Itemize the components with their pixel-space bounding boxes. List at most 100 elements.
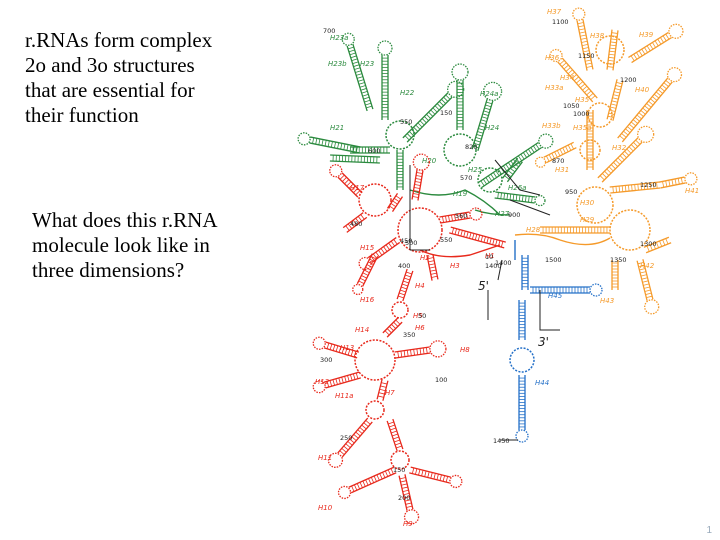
base-pair (608, 112, 615, 115)
base-pair (503, 193, 505, 200)
base-pair (485, 177, 490, 183)
helix-label: H34 (560, 74, 574, 82)
base-pair (359, 85, 366, 88)
base-pair (335, 345, 339, 352)
helix-strand (659, 176, 685, 183)
helix-label: H8 (460, 346, 470, 354)
helix-label: H33b (542, 122, 561, 130)
helix-label: H19 (453, 190, 468, 198)
base-pair (413, 190, 420, 192)
base-pair (375, 251, 380, 258)
base-pair (569, 71, 575, 77)
base-pair (602, 173, 607, 178)
base-pair (608, 166, 614, 172)
helix-label: H3 (450, 262, 460, 270)
base-pair (492, 238, 495, 245)
base-pair (636, 114, 642, 120)
helix-strand (621, 81, 673, 143)
base-pair (404, 135, 410, 141)
base-pair (389, 424, 395, 428)
base-pair (412, 193, 420, 195)
base-pair (433, 473, 436, 480)
internal-loop (595, 35, 625, 65)
base-pair (493, 172, 497, 178)
base-pair (363, 96, 370, 100)
backbone-segment (514, 233, 561, 241)
base-pair (528, 196, 530, 203)
base-pair (674, 178, 677, 185)
position-number: 560 (455, 212, 467, 220)
position-number: 200 (398, 494, 410, 502)
base-pair (535, 143, 540, 150)
position-number: 300 (320, 356, 332, 364)
base-pair (448, 215, 450, 222)
helix-strand (398, 475, 408, 511)
base-pair (656, 242, 659, 248)
helix-label: H14 (355, 326, 369, 334)
base-pair (615, 159, 621, 165)
base-pair (363, 269, 370, 274)
base-pair (347, 223, 353, 229)
base-pair (392, 200, 398, 205)
helix-strand (617, 77, 669, 139)
base-pair (344, 179, 350, 185)
position-number: 150 (393, 466, 405, 474)
base-pair (403, 493, 410, 496)
base-pair (576, 78, 582, 84)
base-pair (571, 74, 577, 79)
title-line: their function (25, 103, 139, 127)
helix-label: H35a (573, 124, 591, 132)
base-pair (486, 101, 493, 105)
base-pair (631, 184, 633, 191)
base-pair (639, 268, 646, 271)
base-pair (578, 28, 585, 31)
base-pair (356, 73, 363, 76)
base-pair (463, 230, 466, 237)
position-number: 450 (400, 237, 412, 245)
base-pair (563, 64, 569, 70)
base-pair (608, 56, 615, 59)
base-pair (351, 436, 357, 441)
base-pair (559, 148, 564, 155)
internal-loop (354, 339, 396, 381)
base-pair (518, 155, 522, 162)
position-number: 350 (403, 331, 415, 339)
base-pair (393, 239, 398, 245)
base-pair (636, 52, 640, 58)
position-number: 480 (350, 220, 362, 228)
base-pair (618, 186, 621, 193)
position-number: 570 (460, 174, 472, 182)
base-pair (379, 473, 383, 480)
base-pair (652, 243, 656, 250)
base-pair (579, 31, 586, 34)
base-pair (628, 185, 630, 192)
base-pair (615, 85, 622, 88)
base-pair (610, 44, 617, 47)
backbone-segment (497, 259, 503, 281)
helix-label: H25 (468, 166, 483, 174)
base-pair (393, 321, 399, 327)
base-pair (353, 188, 358, 193)
base-pair (586, 65, 593, 68)
base-pair (402, 489, 409, 492)
hairpin-loop (327, 452, 344, 468)
base-pair (454, 214, 456, 221)
base-pair (580, 34, 587, 37)
base-pair (425, 347, 428, 354)
hairpin-loop (352, 283, 364, 296)
hairpin-loop (447, 80, 465, 98)
three-prime-end-label: 3' (538, 335, 549, 349)
hairpin-loop (451, 63, 469, 81)
helix-strand (386, 321, 403, 338)
base-pair (610, 38, 617, 40)
base-pair (454, 228, 457, 235)
base-pair (399, 477, 406, 480)
base-pair (326, 381, 330, 388)
base-pair (634, 117, 640, 122)
base-pair (649, 182, 652, 189)
base-pair (582, 85, 588, 91)
base-pair (347, 375, 350, 382)
helix-label: H41 (685, 187, 699, 195)
base-pair (441, 99, 446, 104)
